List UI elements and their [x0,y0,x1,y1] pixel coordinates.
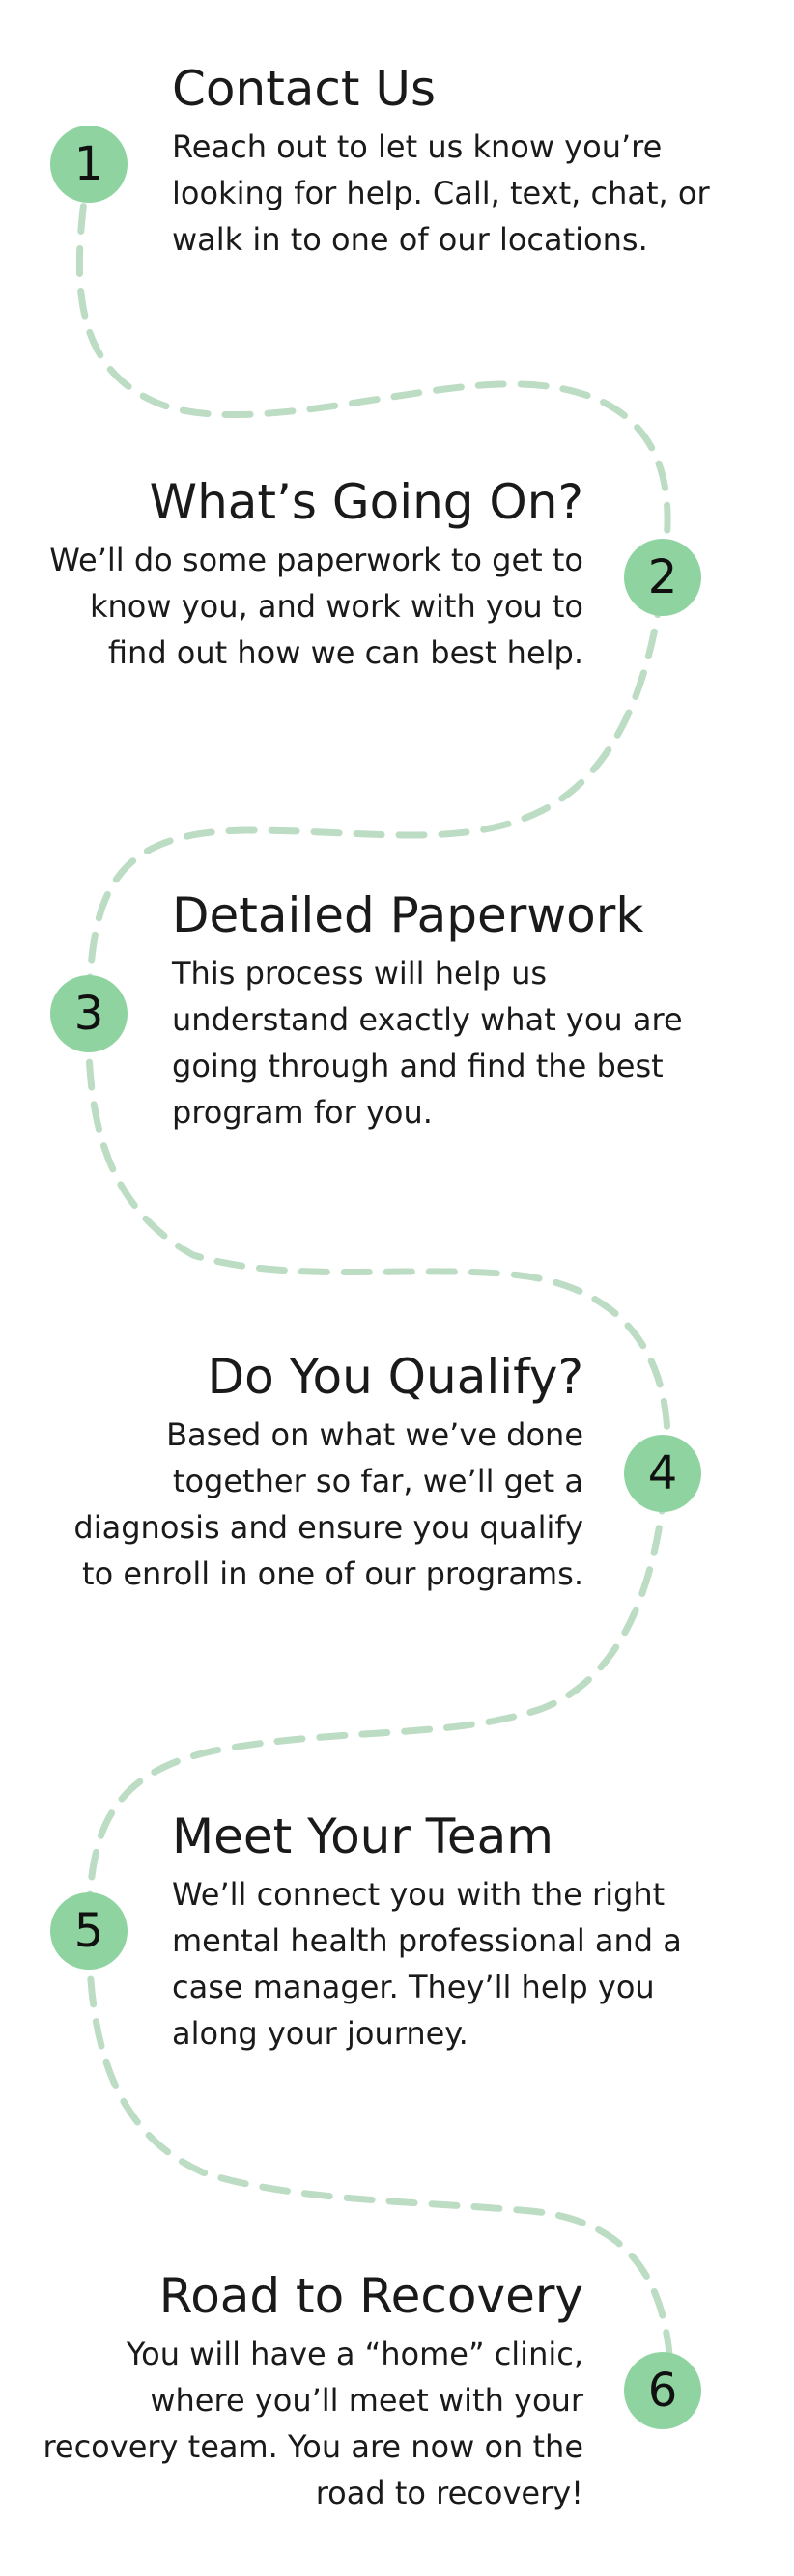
step-2-number-badge: 2 [624,539,701,616]
step-4-text: Do You Qualify? Based on what we’ve done… [39,1348,583,1597]
step-1-text: Contact Us Reach out to let us know you’… [172,60,751,263]
step-1-number-badge: 1 [50,126,128,203]
step-1-title: Contact Us [172,61,437,117]
step-2-description: We’ll do some paperwork to get to know y… [49,542,583,671]
step-6-title: Road to Recovery [158,2268,583,2324]
step-6-number-badge: 6 [624,2352,701,2429]
step-6-text: Road to Recovery You will have a “home” … [39,2267,583,2516]
step-2-title: What’s Going On? [149,474,583,530]
step-5-text: Meet Your Team We’ll connect you with th… [172,1807,732,2057]
step-3-text: Detailed Paperwork This process will hel… [172,886,713,1135]
step-4-number-badge: 4 [624,1435,701,1512]
step-2-text: What’s Going On? We’ll do some paperwork… [39,473,583,676]
step-4-title: Do You Qualify? [207,1349,583,1405]
step-4-description: Based on what we’ve done together so far… [73,1416,583,1592]
step-3-title: Detailed Paperwork [172,887,644,943]
step-5-description: We’ll connect you with the right mental … [172,1876,682,2052]
step-3-number-badge: 3 [50,975,128,1052]
step-5-title: Meet Your Team [172,1808,553,1864]
step-3-description: This process will help us understand exa… [172,955,683,1131]
step-5-number-badge: 5 [50,1892,128,1970]
step-6-description: You will have a “home” clinic, where you… [43,2336,583,2511]
step-1-description: Reach out to let us know you’re looking … [172,128,710,258]
